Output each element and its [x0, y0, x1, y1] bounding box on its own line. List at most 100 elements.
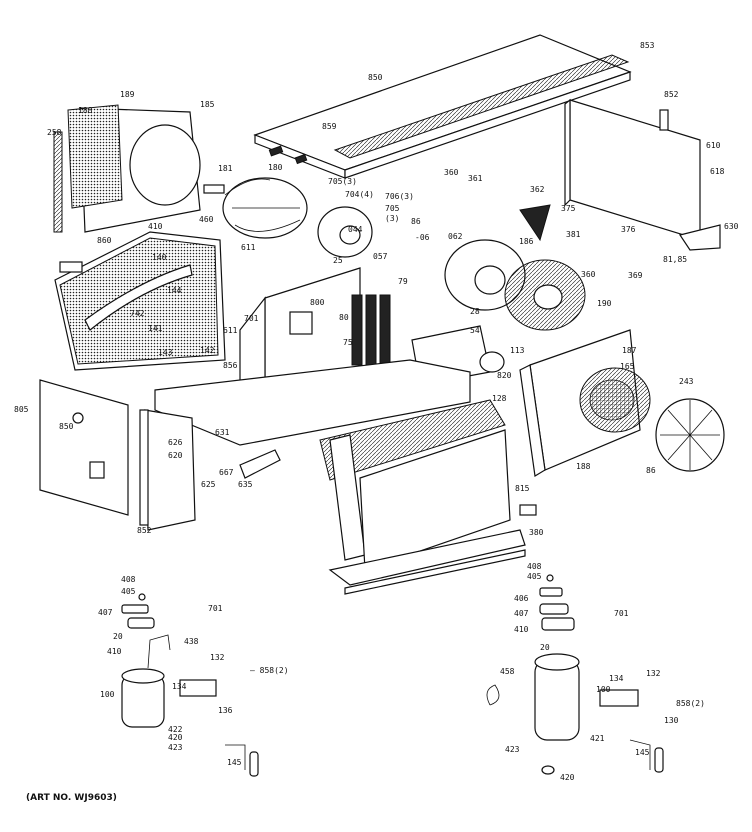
part-label-062: 062: [448, 232, 463, 241]
coil-128: [319, 399, 511, 571]
part-label-376: 376: [621, 225, 636, 234]
part-label-405: 405: [121, 587, 136, 596]
part-label-360: 360: [444, 168, 459, 177]
condenser-187: [519, 329, 651, 477]
part-label-362: 362: [530, 185, 545, 194]
part-label-705a: 705(3): [328, 177, 357, 186]
part-label-132b: 132: [646, 669, 661, 678]
part-label-705b: 705: [385, 204, 400, 213]
part-label-140: 140: [152, 253, 167, 262]
part-label-28: 28: [470, 307, 480, 316]
part-label-423b: 423: [505, 745, 520, 754]
part-label-189: 189: [120, 90, 135, 99]
part-label-188b: 188: [576, 462, 591, 471]
part-label-20b: 20: [540, 643, 550, 652]
part-label-54: 54: [470, 326, 480, 335]
part-label-410: 410: [148, 222, 163, 231]
part-label-706: 706(3): [385, 192, 414, 201]
base-pan: [154, 359, 471, 446]
part-label-800: 800: [310, 298, 325, 307]
fan-blade-180: [203, 177, 308, 239]
part-label-420: 420: [168, 733, 183, 742]
part-label-187: 187: [622, 346, 637, 355]
part-label-128: 128: [492, 394, 507, 403]
part-label-20: 20: [113, 632, 123, 641]
part-label-858: — 858(2): [250, 666, 289, 675]
part-label-181: 181: [218, 164, 233, 173]
part-label-850: 850: [368, 73, 383, 82]
art-number: (ART NO. WJ9603): [26, 793, 117, 803]
part-label-180: 180: [268, 163, 283, 172]
part-label-185: 185: [200, 100, 215, 109]
panel-620: [139, 409, 196, 531]
part-label-369: 369: [628, 271, 643, 280]
part-label-165: 165: [620, 362, 635, 371]
side-panel-610: [564, 98, 721, 251]
compressor-left-100: [121, 593, 259, 777]
part-label-258: 258: [47, 128, 62, 137]
part-label-701c: 701: [614, 609, 629, 618]
part-label-423: 423: [168, 743, 183, 752]
part-label-460: 460: [199, 215, 214, 224]
part-label-143: 143: [158, 348, 173, 357]
part-label-635: 635: [238, 480, 253, 489]
part-label-407: 407: [98, 608, 113, 617]
motor-25: [317, 206, 373, 258]
part-label-134: 134: [172, 682, 187, 691]
bracket-635: [239, 449, 281, 479]
part-label-860: 860: [97, 236, 112, 245]
part-label-80: 80: [339, 313, 349, 322]
part-label-408: 408: [121, 575, 136, 584]
part-label-86a: 86: [411, 217, 421, 226]
panel-185: [53, 104, 201, 233]
part-label-141: 141: [148, 324, 163, 333]
part-label-631: 631: [215, 428, 230, 437]
part-label-381: 381: [566, 230, 581, 239]
part-label-144: 144: [167, 286, 182, 295]
part-label-420b: 420: [560, 773, 575, 782]
part-label-625: 625: [201, 480, 216, 489]
partition-800: [239, 267, 361, 411]
part-label-852a: 852: [664, 90, 679, 99]
part-label-618: 618: [710, 167, 725, 176]
part-label-742: 742: [130, 309, 145, 318]
part-label-859: 859: [322, 122, 337, 131]
part-label-375: 375: [561, 204, 576, 213]
part-label-410b: 410: [107, 647, 122, 656]
part-label-458: 458: [500, 667, 515, 676]
part-label-06: -06: [415, 233, 430, 242]
housing-410: [54, 231, 226, 371]
part-label-145b: 145: [635, 748, 650, 757]
part-label-057: 057: [373, 252, 388, 261]
part-label-130: 130: [664, 716, 679, 725]
part-label-704: 704(4): [345, 190, 374, 199]
part-label-630: 630: [724, 222, 739, 231]
compressor-right-100: [486, 574, 664, 775]
part-label-132: 132: [210, 653, 225, 662]
part-label-86b: 86: [646, 466, 656, 475]
part-label-145: 145: [227, 758, 242, 767]
part-label-188: 188: [78, 106, 93, 115]
part-label-820: 820: [497, 371, 512, 380]
part-label-360b: 360: [581, 270, 596, 279]
part-label-856: 856: [223, 361, 238, 370]
part-label-667: 667: [219, 468, 234, 477]
part-label-422: 422: [168, 725, 183, 734]
part-label-79: 79: [398, 277, 408, 286]
part-label-243: 243: [679, 377, 694, 386]
part-label-190: 190: [597, 299, 612, 308]
part-label-701b: 701: [208, 604, 223, 613]
part-label-853: 853: [640, 41, 655, 50]
part-label-8185: 81,85: [663, 255, 687, 264]
left-panel-805: [39, 379, 129, 516]
part-label-611: 611: [241, 243, 256, 252]
part-label-405b: 405: [527, 572, 542, 581]
part-label-410c: 410: [514, 625, 529, 634]
bracket-362: [519, 204, 551, 242]
top-cover-850: [253, 34, 632, 179]
part-label-100: 100: [100, 690, 115, 699]
blower-wheel-190: [504, 259, 586, 331]
tray-380: [328, 504, 537, 595]
part-label-25: 25: [333, 256, 343, 265]
